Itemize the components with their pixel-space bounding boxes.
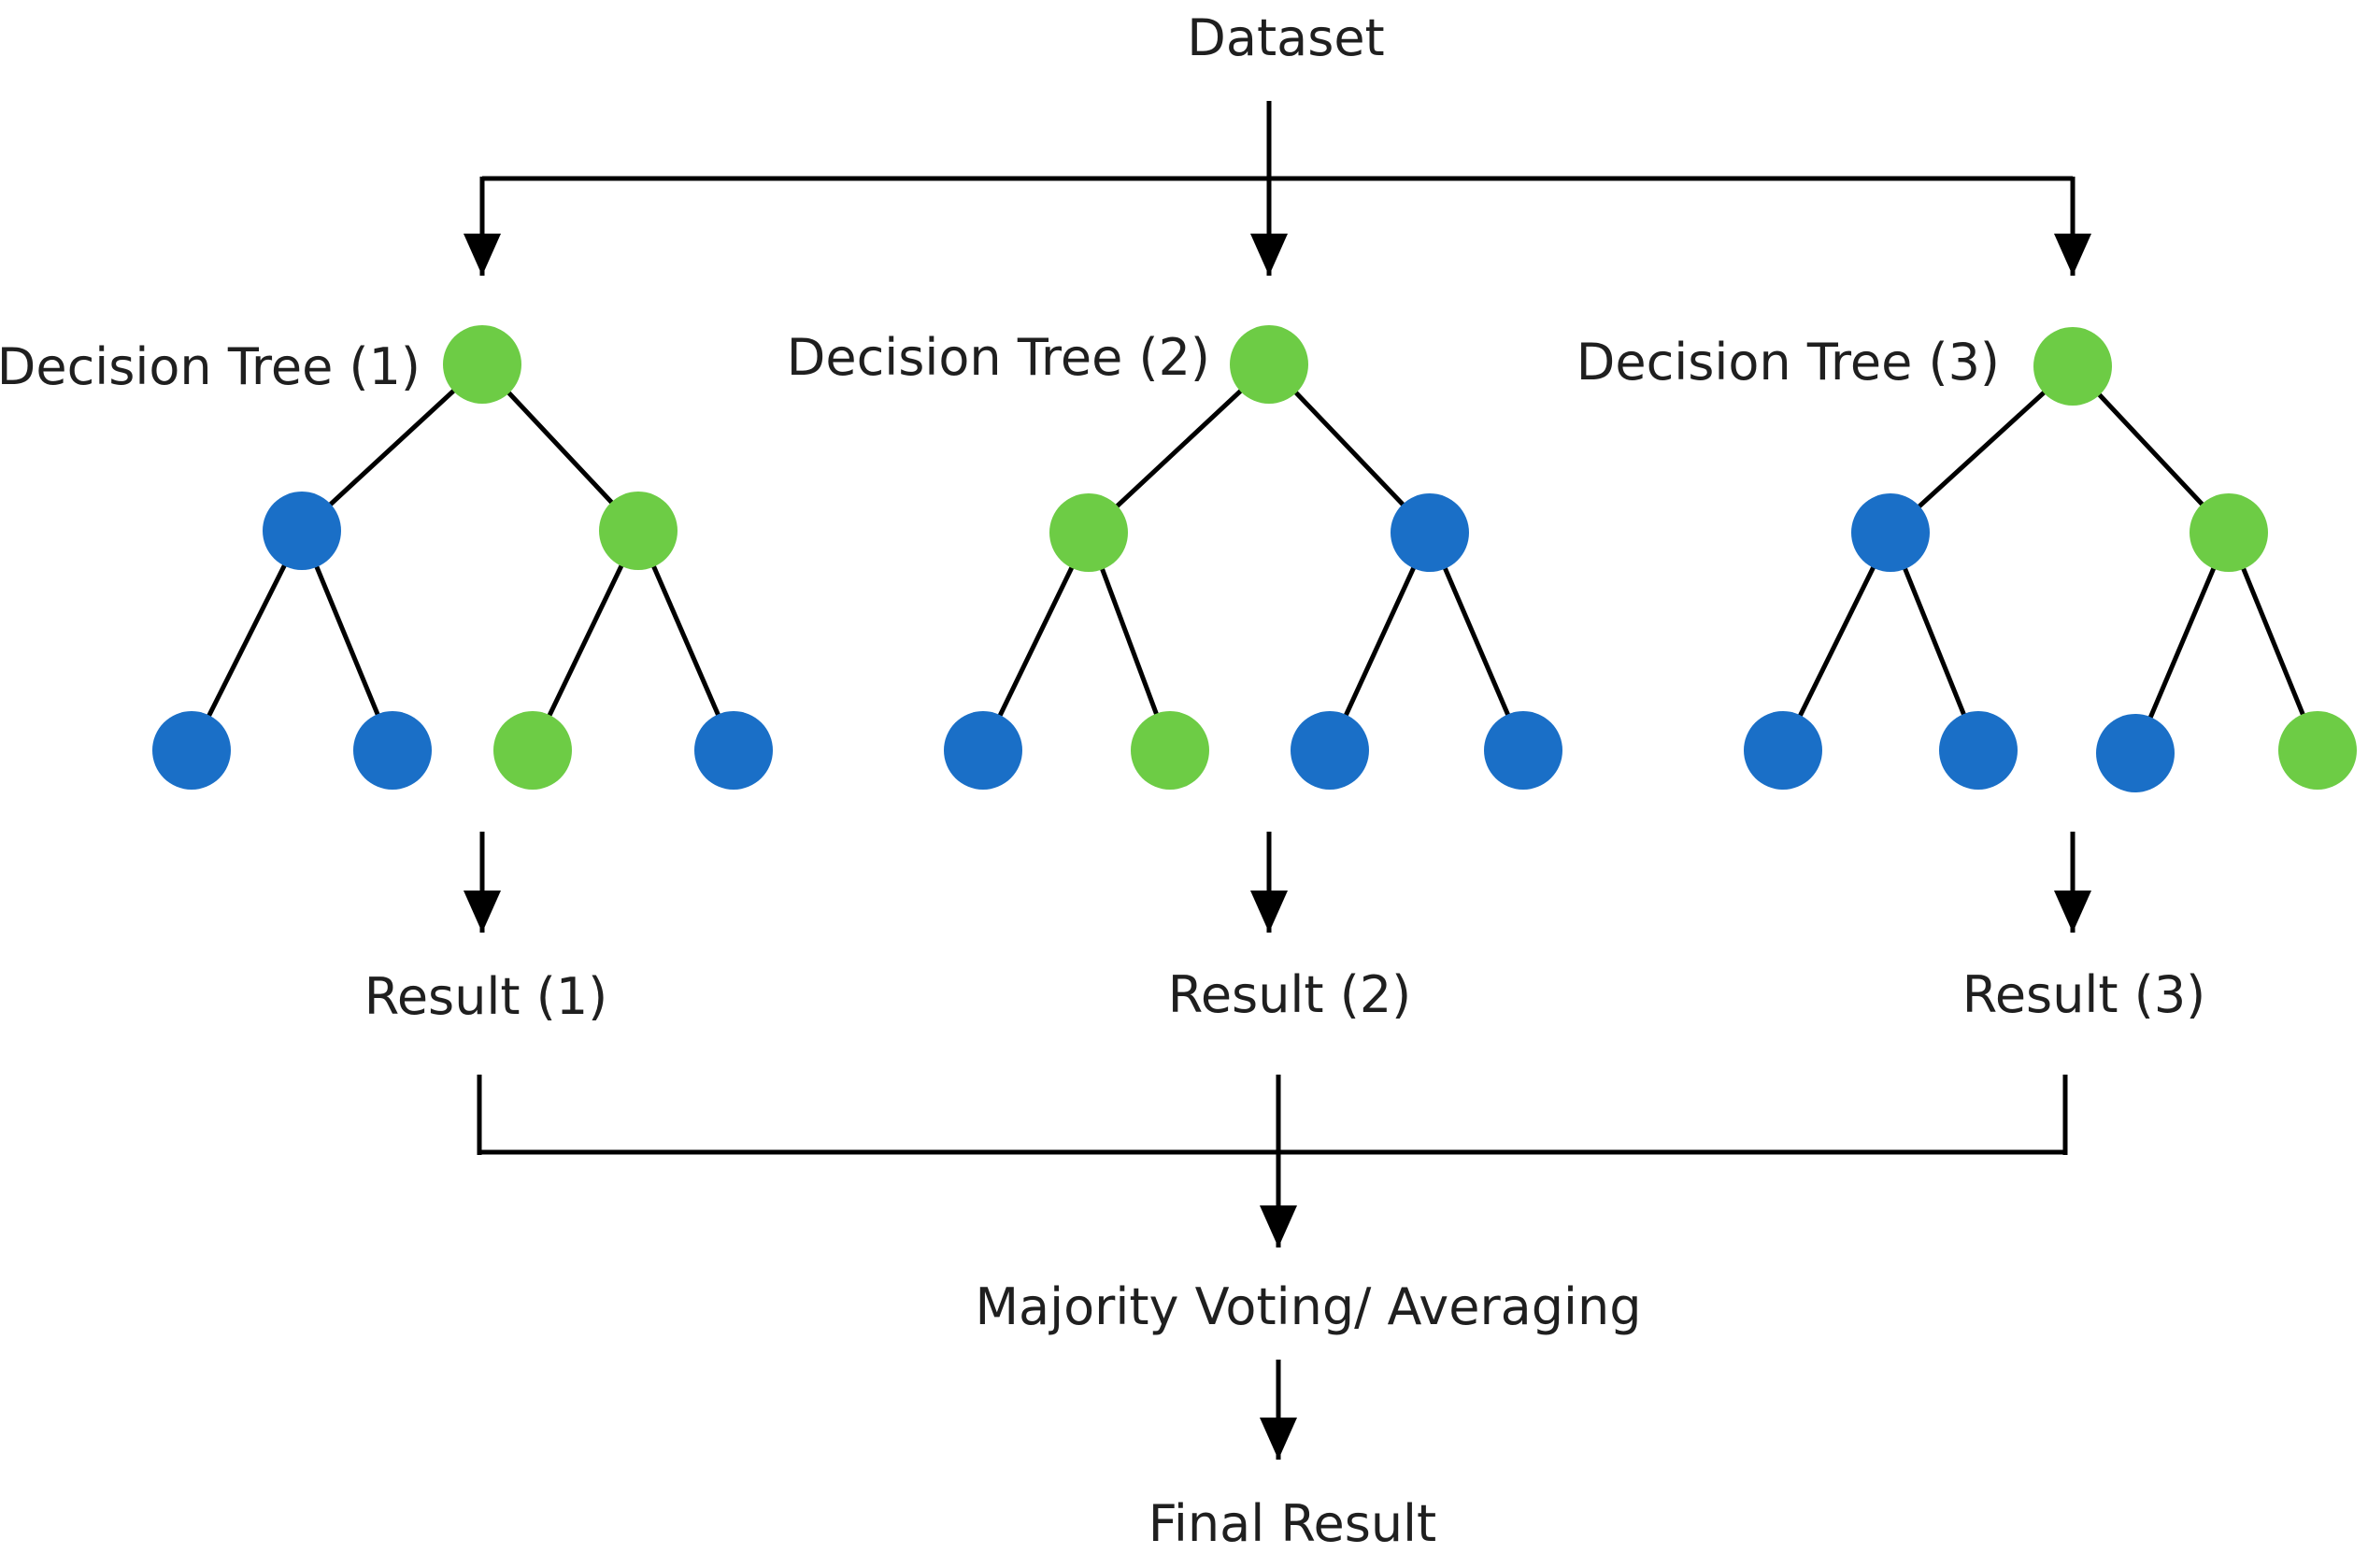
tree-2-node-7-blue [1484,711,1562,790]
aggregation-label: Majority Voting/ Averaging [975,1277,1642,1336]
tree-2-edge-1 [1087,363,1271,535]
tree-3-node-2-blue [1851,493,1930,572]
tree-1-edge-1 [300,363,484,533]
tree-2-node-5-green [1131,711,1209,790]
tree-1-node-1-green [443,325,521,404]
tree-2-title: Decision Tree (2) [786,328,1210,387]
tree-1-node-4-blue [152,711,231,790]
tree-1-title: Decision Tree (1) [0,337,421,396]
tree-3-node-4-blue [1744,711,1822,790]
tree-2-node-6-blue [1291,711,1369,790]
tree-2-node-4-blue [944,711,1022,790]
decision-trees [152,325,2357,792]
tree-1-node-2-blue [263,492,341,570]
tree-1-edge-4 [299,530,395,751]
final-result-label: Final Result [1148,1494,1437,1553]
tree-3-node-6-blue [2096,714,2175,792]
tree-2-node-2-green [1049,493,1128,572]
decision-tree-1 [152,325,773,790]
tree-2-edge-3 [980,531,1091,752]
tree-1-node-7-blue [694,711,773,790]
result-2-label: Result (2) [1167,965,1412,1024]
tree-1-edge-3 [189,529,305,752]
tree-3-node-1-green [2033,327,2112,406]
tree-1-edge-5 [530,529,641,752]
decision-tree-2 [944,325,1562,790]
tree-2-node-3-blue [1391,493,1469,572]
tree-3-title: Decision Tree (3) [1576,333,2000,392]
tree-3-edge-1 [1889,364,2075,535]
tree-2-node-1-green [1230,325,1308,404]
tree-3-edge-5 [2133,532,2232,754]
tree-1-node-3-green [599,492,678,570]
decision-tree-3 [1744,327,2357,792]
tree-3-node-7-green [2278,711,2357,790]
tree-3-node-3-green [2190,493,2268,572]
result-1-label: Result (1) [364,967,608,1026]
tree-1-edge-6 [635,530,736,751]
tree-3-edge-3 [1780,531,1893,752]
tree-3-node-5-blue [1939,711,2018,790]
tree-1-node-6-green [493,711,572,790]
tree-2-edge-5 [1327,531,1433,752]
tree-2-edge-6 [1427,532,1526,751]
tree-1-node-5-blue [353,711,432,790]
result-3-label: Result (3) [1961,965,2206,1024]
dataset-label: Dataset [1187,8,1385,67]
connectors [464,101,2091,1460]
